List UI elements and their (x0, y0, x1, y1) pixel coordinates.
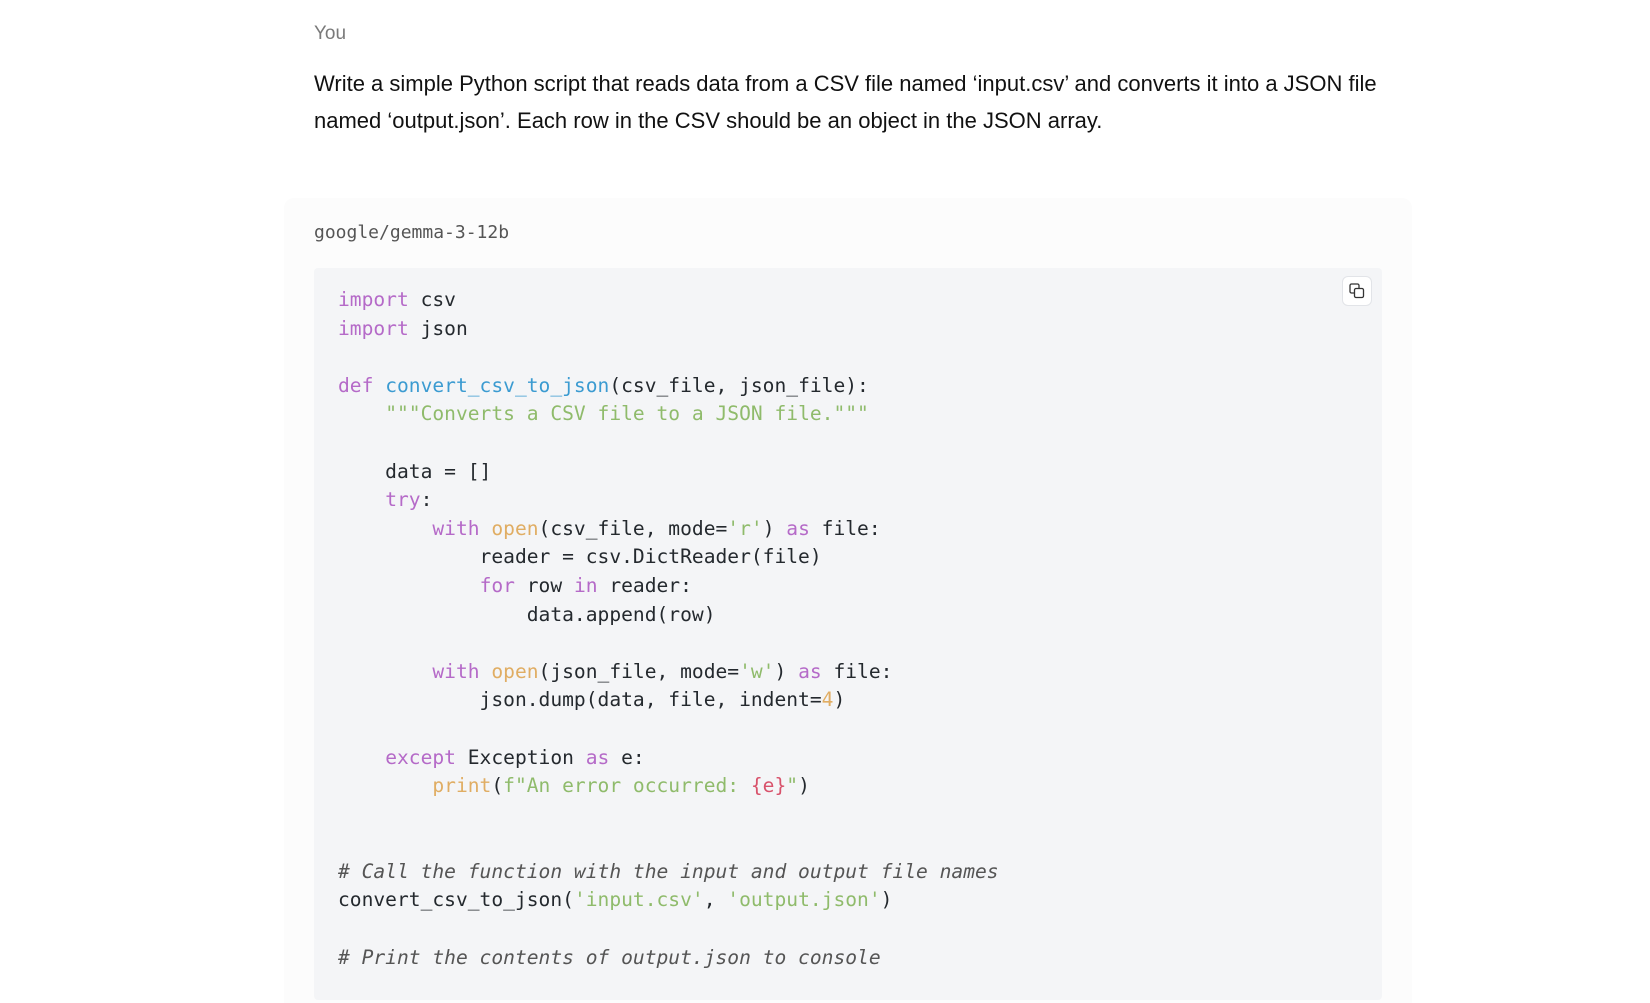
code-token: (json_file, mode= (538, 659, 740, 683)
code-line: with open(csv_file, mode='r') as file: (338, 516, 881, 540)
code-token: print (432, 774, 492, 798)
code-token: ) (762, 516, 787, 540)
copy-code-button[interactable] (1342, 276, 1372, 306)
code-token: {e} (750, 774, 787, 798)
code-line: for row in reader: (338, 574, 692, 597)
code-token: as (585, 745, 610, 769)
code-token: 'output.json' (727, 888, 881, 912)
code-token: 'w' (739, 659, 775, 683)
model-name: google/gemma-3-12b (314, 222, 510, 243)
code-token: ) (880, 888, 893, 912)
code-token: , (703, 888, 728, 912)
code-line: # Print the contents of output.json to c… (338, 946, 881, 969)
code-content: import csv import json def convert_csv_t… (338, 286, 999, 972)
code-token (480, 660, 492, 683)
code-token (338, 660, 432, 683)
copy-icon (1348, 282, 1366, 300)
code-line: convert_csv_to_json('input.csv', 'output… (338, 888, 892, 911)
code-token: import (338, 288, 409, 311)
code-line: """Converts a CSV file to a JSON file.""… (338, 402, 869, 425)
code-token: as (798, 659, 822, 683)
code-token (373, 374, 385, 397)
code-token: in (573, 573, 598, 597)
code-token: for (479, 573, 515, 597)
code-token: e: (609, 745, 645, 769)
code-line: reader = csv.DictReader(file) (338, 545, 822, 568)
code-line: data.append(row) (338, 603, 716, 626)
code-token (338, 488, 385, 511)
code-token (338, 746, 385, 769)
code-token: reader = csv.DictReader(file) (338, 545, 822, 569)
code-token: json (408, 316, 468, 340)
code-token: data.append(row) (338, 602, 716, 626)
code-token: : (420, 488, 433, 512)
code-token: import (338, 316, 409, 340)
code-token: file: (821, 659, 893, 683)
code-token: reader: (597, 573, 692, 597)
code-line: import csv (338, 288, 456, 311)
code-line: with open(json_file, mode='w') as file: (338, 660, 892, 683)
code-token: 'r' (727, 516, 763, 540)
code-line: json.dump(data, file, indent=4) (338, 688, 846, 712)
code-token (338, 574, 480, 597)
code-token: ( (491, 774, 504, 798)
code-token: with (432, 659, 480, 683)
code-token: (csv_file, mode= (538, 516, 728, 540)
code-token: 4 (821, 688, 834, 712)
code-token: row (514, 573, 574, 597)
sender-label: You (314, 23, 347, 44)
code-line: def convert_csv_to_json(csv_file, json_f… (338, 374, 869, 397)
code-token: def (338, 373, 374, 397)
code-token: with (432, 516, 480, 540)
code-line: try: (338, 488, 432, 511)
code-token: # Call the function with the input and o… (338, 859, 999, 883)
code-token: Exception (455, 745, 586, 769)
code-line: print(f"An error occurred: {e}") (338, 774, 810, 797)
code-line: data = [] (338, 460, 491, 483)
code-line: except Exception as e: (338, 746, 645, 769)
code-token: """Converts a CSV file to a JSON file.""… (385, 402, 869, 426)
code-token: open (491, 659, 539, 683)
code-token: ) (774, 659, 799, 683)
code-token (338, 774, 432, 797)
code-token: ) (833, 688, 846, 712)
code-line: # Call the function with the input and o… (338, 860, 999, 883)
code-token: csv (408, 288, 456, 311)
code-token (338, 402, 385, 425)
code-token: except (385, 745, 456, 769)
code-token: # Print the contents of output.json to c… (338, 945, 881, 969)
code-token (338, 517, 432, 540)
code-token: 'input.csv' (573, 888, 704, 912)
code-token: f"An error occurred: (503, 774, 751, 798)
code-token: convert_csv_to_json (385, 373, 610, 397)
code-token: data = [] (338, 459, 492, 483)
code-token: file: (809, 516, 881, 540)
code-token: (csv_file, json_file): (609, 373, 869, 397)
user-prompt-text: Write a simple Python script that reads … (314, 71, 1377, 133)
code-token: try (385, 488, 421, 512)
code-block: import csv import json def convert_csv_t… (314, 268, 1382, 1000)
code-token: as (786, 516, 810, 540)
code-token: json.dump(data, file, indent= (338, 688, 822, 712)
code-token: open (491, 516, 539, 540)
code-token: convert_csv_to_json( (338, 888, 574, 912)
code-token: " (786, 774, 799, 798)
code-line: import json (338, 317, 468, 340)
code-token: ) (798, 774, 810, 798)
code-token (480, 517, 492, 540)
user-message: You Write a simple Python script that re… (314, 20, 1394, 139)
